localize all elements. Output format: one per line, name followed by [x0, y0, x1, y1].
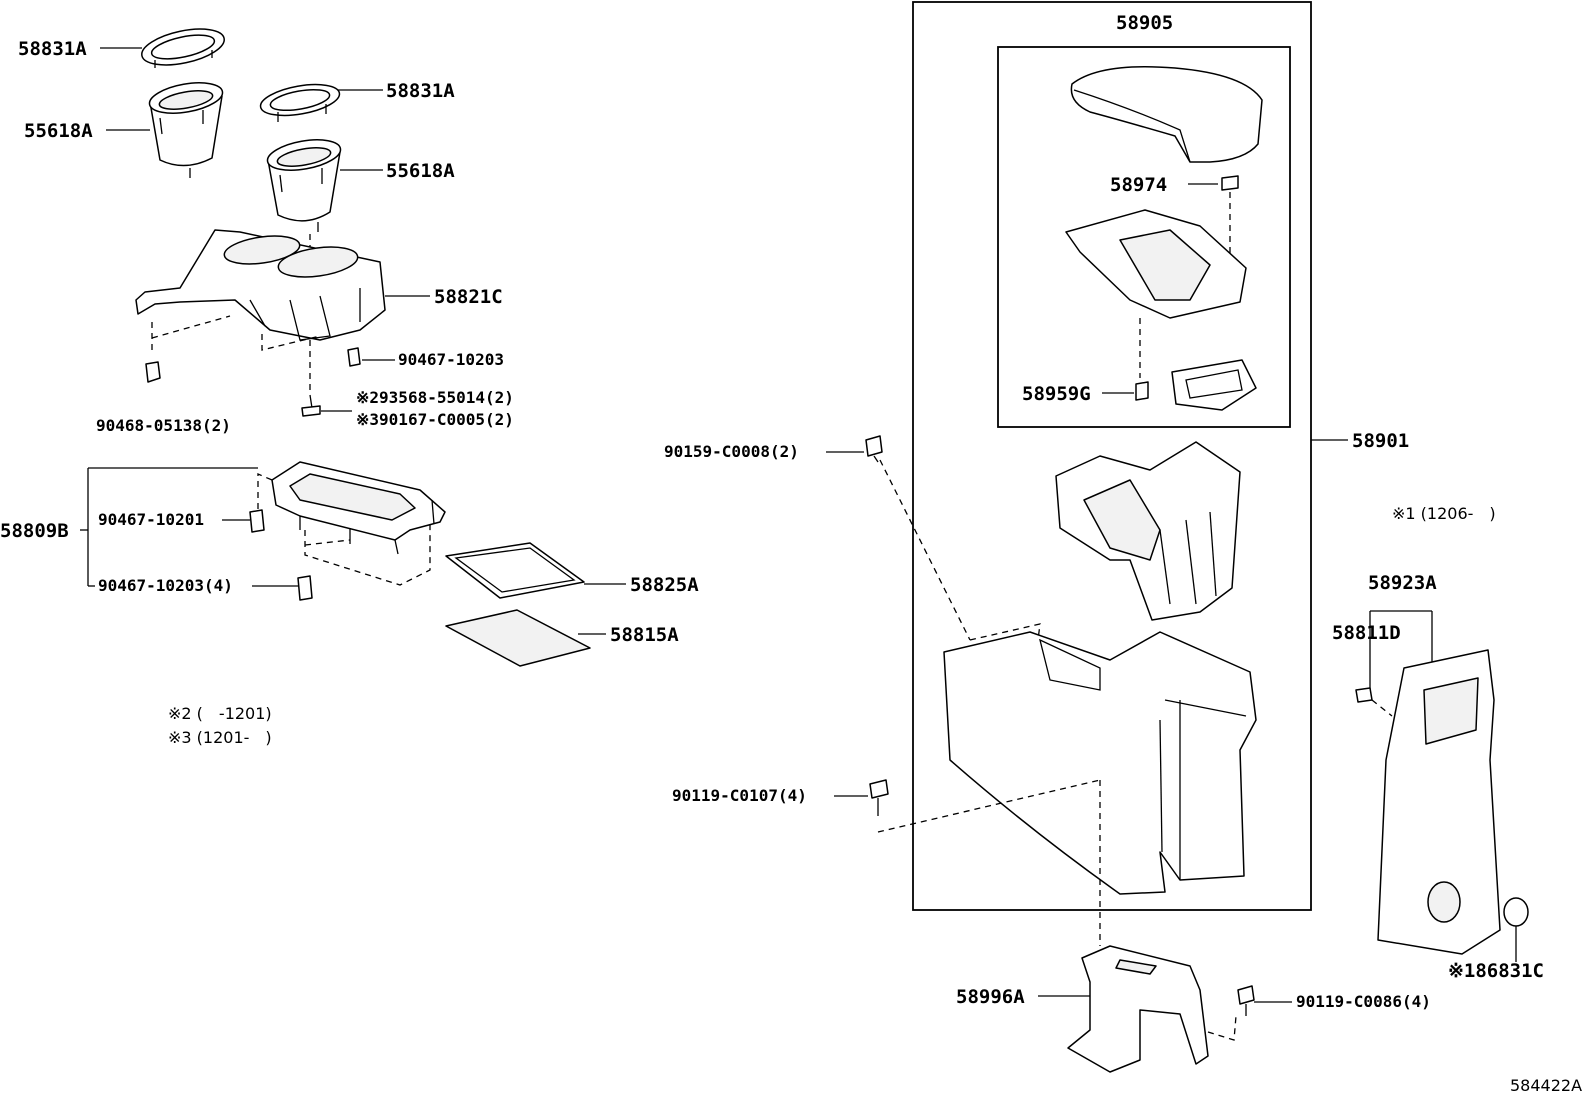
bolt-90119-c0086-drawing [1237, 985, 1255, 1016]
lid-inner-drawing [1065, 209, 1247, 319]
part-label-86831c: ※186831C [1448, 960, 1544, 982]
console-body-drawing [943, 631, 1257, 895]
part-label-58996a: 58996A [956, 986, 1025, 1008]
figure-id: 584422A [1510, 1076, 1583, 1095]
tray-58809b-drawing [271, 461, 446, 555]
screw-90159-drawing [865, 435, 883, 463]
part-label-58905: 58905 [1116, 12, 1174, 34]
clip-58959g-drawing [1135, 381, 1149, 401]
note-3: ※3 (1201- ) [168, 728, 272, 747]
part-label-58923a: 58923A [1368, 572, 1437, 594]
assembly-58901-frame [912, 1, 1312, 911]
clip-90468-drawing [145, 361, 161, 383]
latch-drawing [1171, 359, 1257, 411]
clip-90467-10203-a-drawing [347, 347, 361, 367]
bracket-58996a-drawing [1067, 945, 1209, 1073]
clip-90467-10201-drawing [249, 509, 265, 533]
part-label-90467-10203-a: 90467-10203 [398, 350, 504, 369]
part-label-90468-05138: 90468-05138(2) [96, 416, 231, 435]
part-label-293568-55014: ※293568-55014(2) [356, 388, 514, 407]
part-label-58974: 58974 [1110, 174, 1168, 196]
cup-55618a-right-drawing [266, 139, 342, 232]
cap-86831c-drawing [1503, 897, 1529, 962]
note-1: ※1 (1206- ) [1392, 504, 1496, 523]
part-label-58815a: 58815A [610, 624, 679, 646]
pad-58974-drawing [1221, 175, 1239, 191]
part-label-90467-10201: 90467-10201 [98, 510, 204, 529]
ring-58831a-left-drawing [141, 28, 225, 68]
screw-90119-c0107-drawing [869, 779, 889, 816]
part-label-58809b: 58809B [0, 520, 69, 542]
clip-58811d-drawing [1355, 687, 1373, 703]
screw-293568-drawing [301, 394, 321, 417]
part-label-58821c: 58821C [434, 286, 503, 308]
cup-55618a-left-drawing [148, 82, 224, 178]
part-label-55618a-right: 55618A [386, 160, 455, 182]
holder-58821c-drawing [135, 229, 386, 341]
part-label-58831a-left: 58831A [18, 38, 87, 60]
part-label-90119-c0086: 90119-C0086(4) [1296, 992, 1431, 1011]
part-label-90159-c0008: 90159-C0008(2) [664, 442, 799, 461]
part-label-58825a: 58825A [630, 574, 699, 596]
part-label-58811d: 58811D [1332, 622, 1401, 644]
armrest-lid-drawing [1070, 65, 1263, 163]
mat-58825a-drawing [445, 542, 585, 599]
part-label-55618a-left: 55618A [24, 120, 93, 142]
assembly-58905-frame [997, 46, 1291, 428]
note-2: ※2 ( -1201) [168, 704, 272, 723]
ring-58831a-right-drawing [259, 83, 341, 122]
mat-58815a-drawing [445, 609, 591, 667]
clip-90467-10203-b-drawing [297, 575, 313, 601]
part-label-90119-c0107: 90119-C0107(4) [672, 786, 807, 805]
panel-58923a-drawing [1377, 649, 1501, 955]
part-label-58831a-right: 58831A [386, 80, 455, 102]
part-label-390167-c0005: ※390167-C0005(2) [356, 410, 514, 429]
part-label-58901: 58901 [1352, 430, 1410, 452]
console-insert-drawing [1055, 441, 1241, 621]
part-label-90467-10203-b: 90467-10203(4) [98, 576, 233, 595]
part-label-58959g: 58959G [1022, 383, 1091, 405]
